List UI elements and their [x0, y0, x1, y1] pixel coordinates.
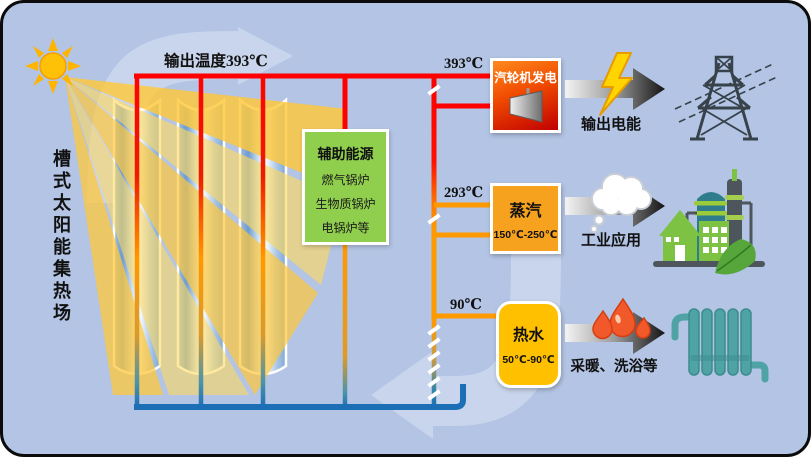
water-drops-icon [592, 297, 651, 340]
transmission-tower-icon [674, 55, 778, 141]
steam-box-range: 150℃-250℃ [493, 228, 558, 241]
steam-box: 蒸汽 150℃-250℃ [490, 183, 561, 254]
solar-field-label: 槽式太阳能集热场 [51, 149, 71, 325]
auxiliary-energy-item: 燃气锅炉 [321, 173, 370, 187]
steam-cloud-icon [590, 173, 652, 233]
turbine-icon [509, 88, 542, 123]
auxiliary-energy-title: 辅助能源 [317, 146, 374, 162]
cold-return-pipe [134, 384, 466, 410]
hot-water-box-range: 50℃-90℃ [502, 354, 555, 366]
hot-water-box: 热水 50℃-90℃ [496, 301, 561, 388]
factory-icon [653, 169, 765, 275]
pipe-network [134, 73, 497, 410]
auxiliary-energy-item: 电锅炉等 [321, 221, 370, 235]
heating-caption: 采暖、洗浴等 [570, 359, 658, 375]
electricity-caption: 输出电能 [580, 116, 641, 133]
lightning-icon [599, 52, 633, 116]
steam-box-label: 蒸汽 [509, 202, 542, 220]
turbine-box-label: 汽轮机发电 [494, 71, 557, 85]
pipe-break-marks [427, 84, 441, 401]
sun-icon [25, 38, 81, 94]
radiator-icon [671, 308, 769, 383]
auxiliary-energy-box: 辅助能源 燃气锅炉 生物质锅炉 电锅炉等 [302, 129, 389, 245]
branch-temp-label: 293℃ [444, 185, 484, 201]
circulation-arrowhead-right [238, 27, 293, 85]
circulation-arrowhead-left [371, 351, 433, 439]
branch-temp-label: 90℃ [450, 297, 482, 313]
industry-caption: 工业应用 [580, 232, 641, 249]
hot-water-box-label: 热水 [512, 327, 544, 344]
auxiliary-energy-item: 生物质锅炉 [315, 197, 376, 211]
diagram-canvas [25, 27, 778, 439]
output-temperature-label: 输出温度393℃ [164, 53, 268, 70]
branch-temp-label: 393℃ [444, 56, 484, 72]
turbine-generation-box: 汽轮机发电 [490, 58, 561, 133]
